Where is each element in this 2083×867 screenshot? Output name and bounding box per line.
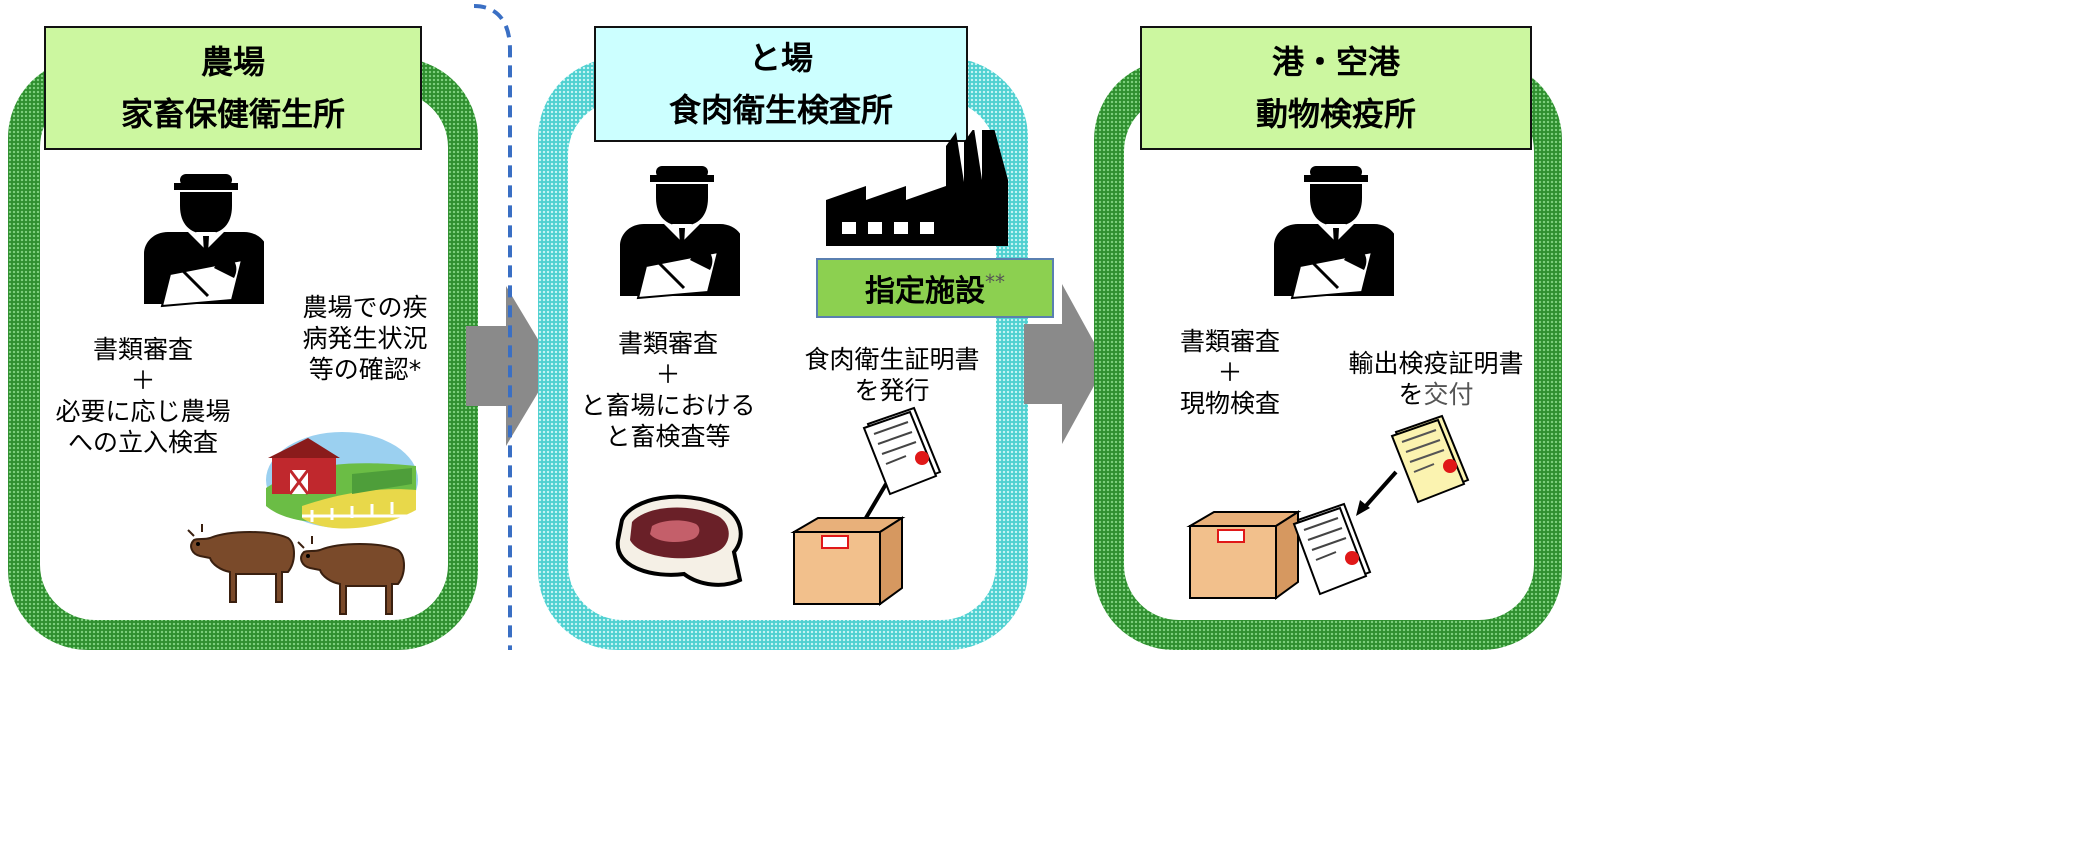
dashed-divider	[473, 4, 512, 650]
box-icon	[790, 516, 906, 606]
certificate-icon	[1390, 414, 1470, 504]
farm-subtitle: 家畜保健衛生所	[120, 95, 345, 133]
port-subtitle: 動物検疫所	[1255, 95, 1416, 133]
cow-icon	[187, 524, 295, 603]
port-side-text: 輸出検疫証明書 を交付	[1348, 349, 1524, 409]
farm-scene-icon	[266, 432, 418, 529]
arrow-right-icon	[1024, 284, 1106, 444]
inspector-icon	[144, 174, 264, 308]
farm-header: 農場 家畜保健衛生所	[44, 26, 422, 150]
cow-icon	[297, 536, 405, 615]
slaughter-subtitle: 食肉衛生検査所	[668, 91, 893, 129]
port-main-text: 書類審査 ＋ 現物検査	[1179, 327, 1280, 418]
factory-icon	[826, 130, 1008, 246]
meat-icon	[615, 494, 743, 587]
port-title: 港・空港	[1271, 43, 1400, 81]
slaughter-main-text: 書類審査 ＋ と畜場における と畜検査等	[580, 329, 756, 451]
certificate-icon	[862, 406, 942, 496]
slaughter-title: と場	[748, 39, 813, 77]
box-icon	[1186, 510, 1302, 600]
designated-facility-label: 指定施設**	[816, 258, 1054, 318]
inspector-icon	[620, 166, 740, 300]
farm-title: 農場	[200, 43, 265, 81]
farm-side-text: 農場での疾 病発生状況 等の確認*	[302, 293, 428, 384]
farm-main-text: 書類審査 ＋ 必要に応じ農場 への立入検査	[55, 335, 231, 457]
inspector-icon	[1274, 166, 1394, 300]
certificate-arrow	[1356, 470, 1398, 516]
slaughter-side-text: 食肉衛生証明書 を発行	[804, 345, 980, 405]
port-header: 港・空港 動物検疫所	[1140, 26, 1532, 150]
certificate-icon	[1292, 502, 1372, 596]
export-inspection-diagram: 農場 家畜保健衛生所 書類審査 ＋ 必要に応じ農場 への立入検査 農場での疾 病…	[8, 4, 1562, 650]
slaughter-header: と場 食肉衛生検査所	[594, 26, 968, 142]
